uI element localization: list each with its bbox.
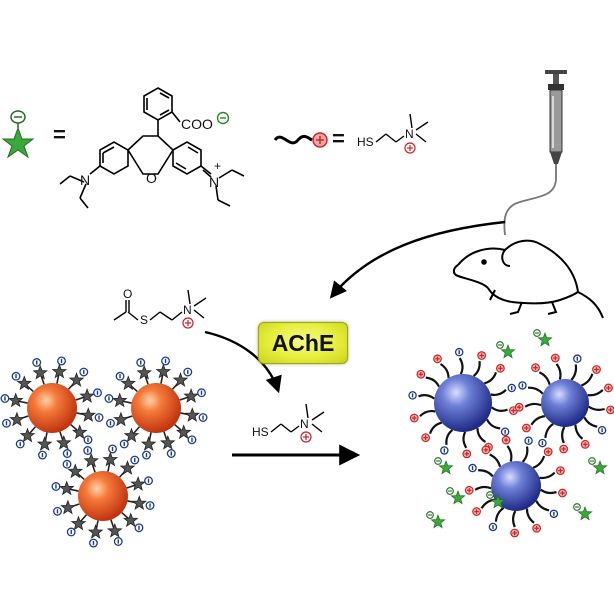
dye-coated-nanoparticles bbox=[0, 356, 208, 548]
syringe-icon bbox=[503, 70, 567, 236]
dye-coated-nanoparticle bbox=[104, 356, 208, 460]
free-dye-icon bbox=[486, 491, 506, 509]
ache-label: AChE bbox=[271, 329, 335, 356]
legend-n: N bbox=[405, 127, 414, 141]
product-chain bbox=[270, 403, 325, 433]
legend-equals-1: = bbox=[53, 122, 66, 147]
product-hs-label: HS bbox=[252, 425, 269, 439]
dye-coated-nanoparticle bbox=[51, 444, 155, 548]
acetylthiocholine-structure bbox=[113, 289, 207, 321]
legend-dye: = bbox=[1, 110, 66, 159]
iminium-plus: + bbox=[214, 159, 221, 173]
free-dye-icon bbox=[533, 329, 553, 347]
thio-s-label: S bbox=[140, 313, 148, 327]
coo-label: COO bbox=[181, 116, 213, 132]
rhodamine-structure bbox=[59, 87, 245, 209]
amine-n-left: N bbox=[80, 172, 90, 188]
thiocholine-capped-nanoparticle bbox=[514, 353, 614, 454]
iminium-n-right: N bbox=[209, 174, 219, 190]
thiocholine-capped-nanoparticle bbox=[408, 347, 518, 459]
thiol-ligand-icon bbox=[273, 132, 328, 148]
free-dye-icon bbox=[446, 487, 466, 505]
aggregated-nanoparticles bbox=[408, 347, 614, 538]
ache-enzyme-box: AChE bbox=[258, 322, 348, 364]
free-dye-icon bbox=[588, 457, 608, 475]
dye-coated-nanoparticle bbox=[0, 356, 104, 460]
star-dye-icon bbox=[1, 110, 35, 159]
thiocholine-capped-nanoparticle bbox=[464, 435, 567, 538]
legend-positive-charge bbox=[404, 142, 416, 154]
free-dye-icon bbox=[426, 511, 446, 529]
legend-thiol-chain bbox=[375, 113, 429, 143]
released-dye-molecules bbox=[426, 329, 608, 529]
enzyme-arrow bbox=[204, 330, 282, 394]
thio-positive-charge bbox=[182, 317, 194, 329]
free-dye-icon bbox=[573, 503, 593, 521]
legend-hs: HS bbox=[357, 135, 374, 149]
mouse-icon bbox=[452, 239, 604, 319]
thio-n-label: N bbox=[183, 303, 192, 317]
sample-arrow bbox=[329, 220, 506, 299]
product-positive-charge bbox=[300, 431, 312, 443]
free-dye-icon bbox=[496, 341, 516, 359]
free-dye-icon bbox=[434, 457, 454, 475]
ring-oxygen: O bbox=[146, 170, 157, 186]
thio-o-label: O bbox=[123, 287, 132, 301]
legend-equals-2: = bbox=[332, 126, 345, 151]
coo-negative-charge bbox=[216, 111, 230, 125]
product-n-label: N bbox=[300, 417, 309, 431]
